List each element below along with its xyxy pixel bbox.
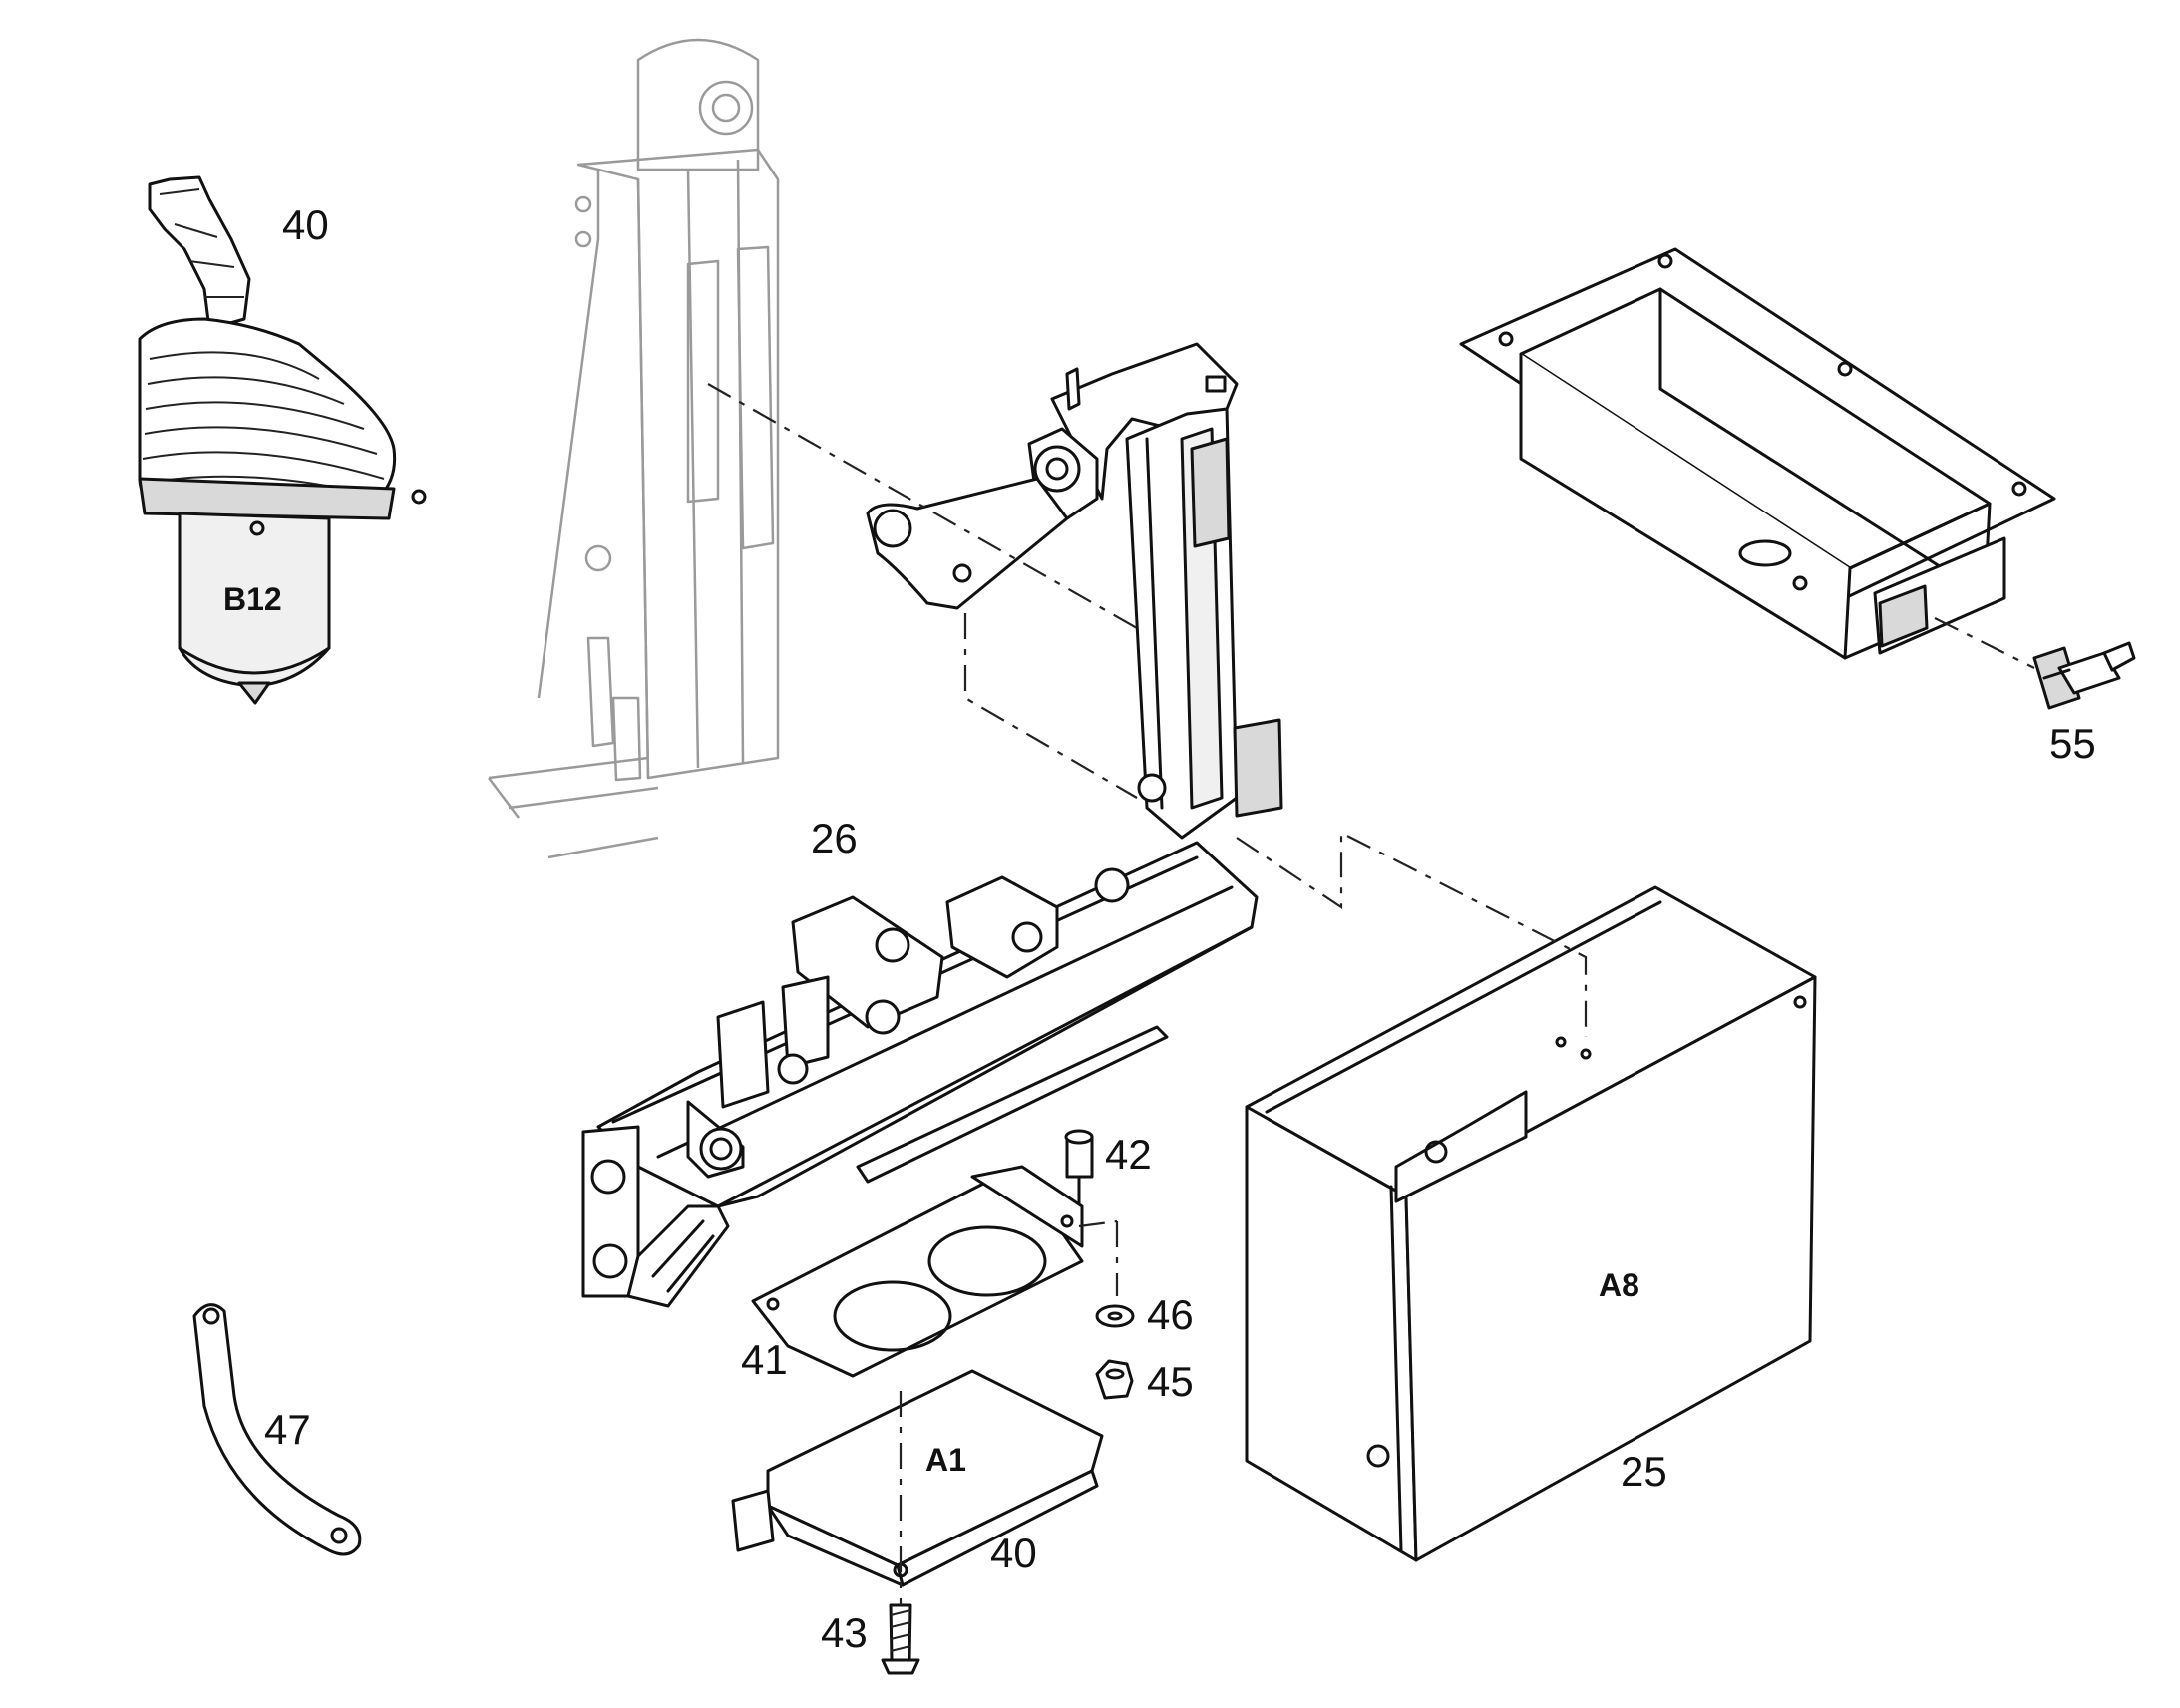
- module-a1: [731, 1369, 1104, 1587]
- assembly-center-lines: [707, 383, 2035, 1605]
- toggle-switch-55: [2032, 641, 2136, 710]
- callout-25: 25: [1621, 1448, 1667, 1495]
- callout-45: 45: [1147, 1358, 1194, 1405]
- callout-40-module: 40: [990, 1530, 1037, 1576]
- callout-26: 26: [811, 815, 858, 861]
- designator-a8: A8: [1599, 1267, 1639, 1303]
- support-bracket-upright: [866, 342, 1283, 840]
- joystick-b12: [138, 175, 427, 705]
- screw-43: [881, 1603, 920, 1675]
- designator-a1: A1: [925, 1442, 966, 1478]
- recessed-tray: [1459, 247, 2056, 660]
- washer-46: [1095, 1304, 1135, 1328]
- callout-43: 43: [821, 1609, 868, 1656]
- callout-41: 41: [741, 1336, 788, 1383]
- mounting-plate-41: [751, 1165, 1084, 1378]
- control-box-a8: [1245, 885, 1817, 1562]
- strap-47: [192, 1303, 362, 1556]
- designator-b12: B12: [223, 581, 282, 617]
- callout-47: 47: [264, 1406, 311, 1453]
- callout-40-joystick: 40: [282, 201, 329, 248]
- nut-45: [1095, 1359, 1134, 1400]
- ghost-mast-column: [488, 38, 780, 859]
- callout-46: 46: [1147, 1291, 1194, 1338]
- callout-42: 42: [1105, 1131, 1152, 1178]
- base-assembly-26: [581, 841, 1259, 1308]
- callout-55: 55: [2049, 720, 2096, 767]
- rubber-mount-42: [1064, 1129, 1094, 1218]
